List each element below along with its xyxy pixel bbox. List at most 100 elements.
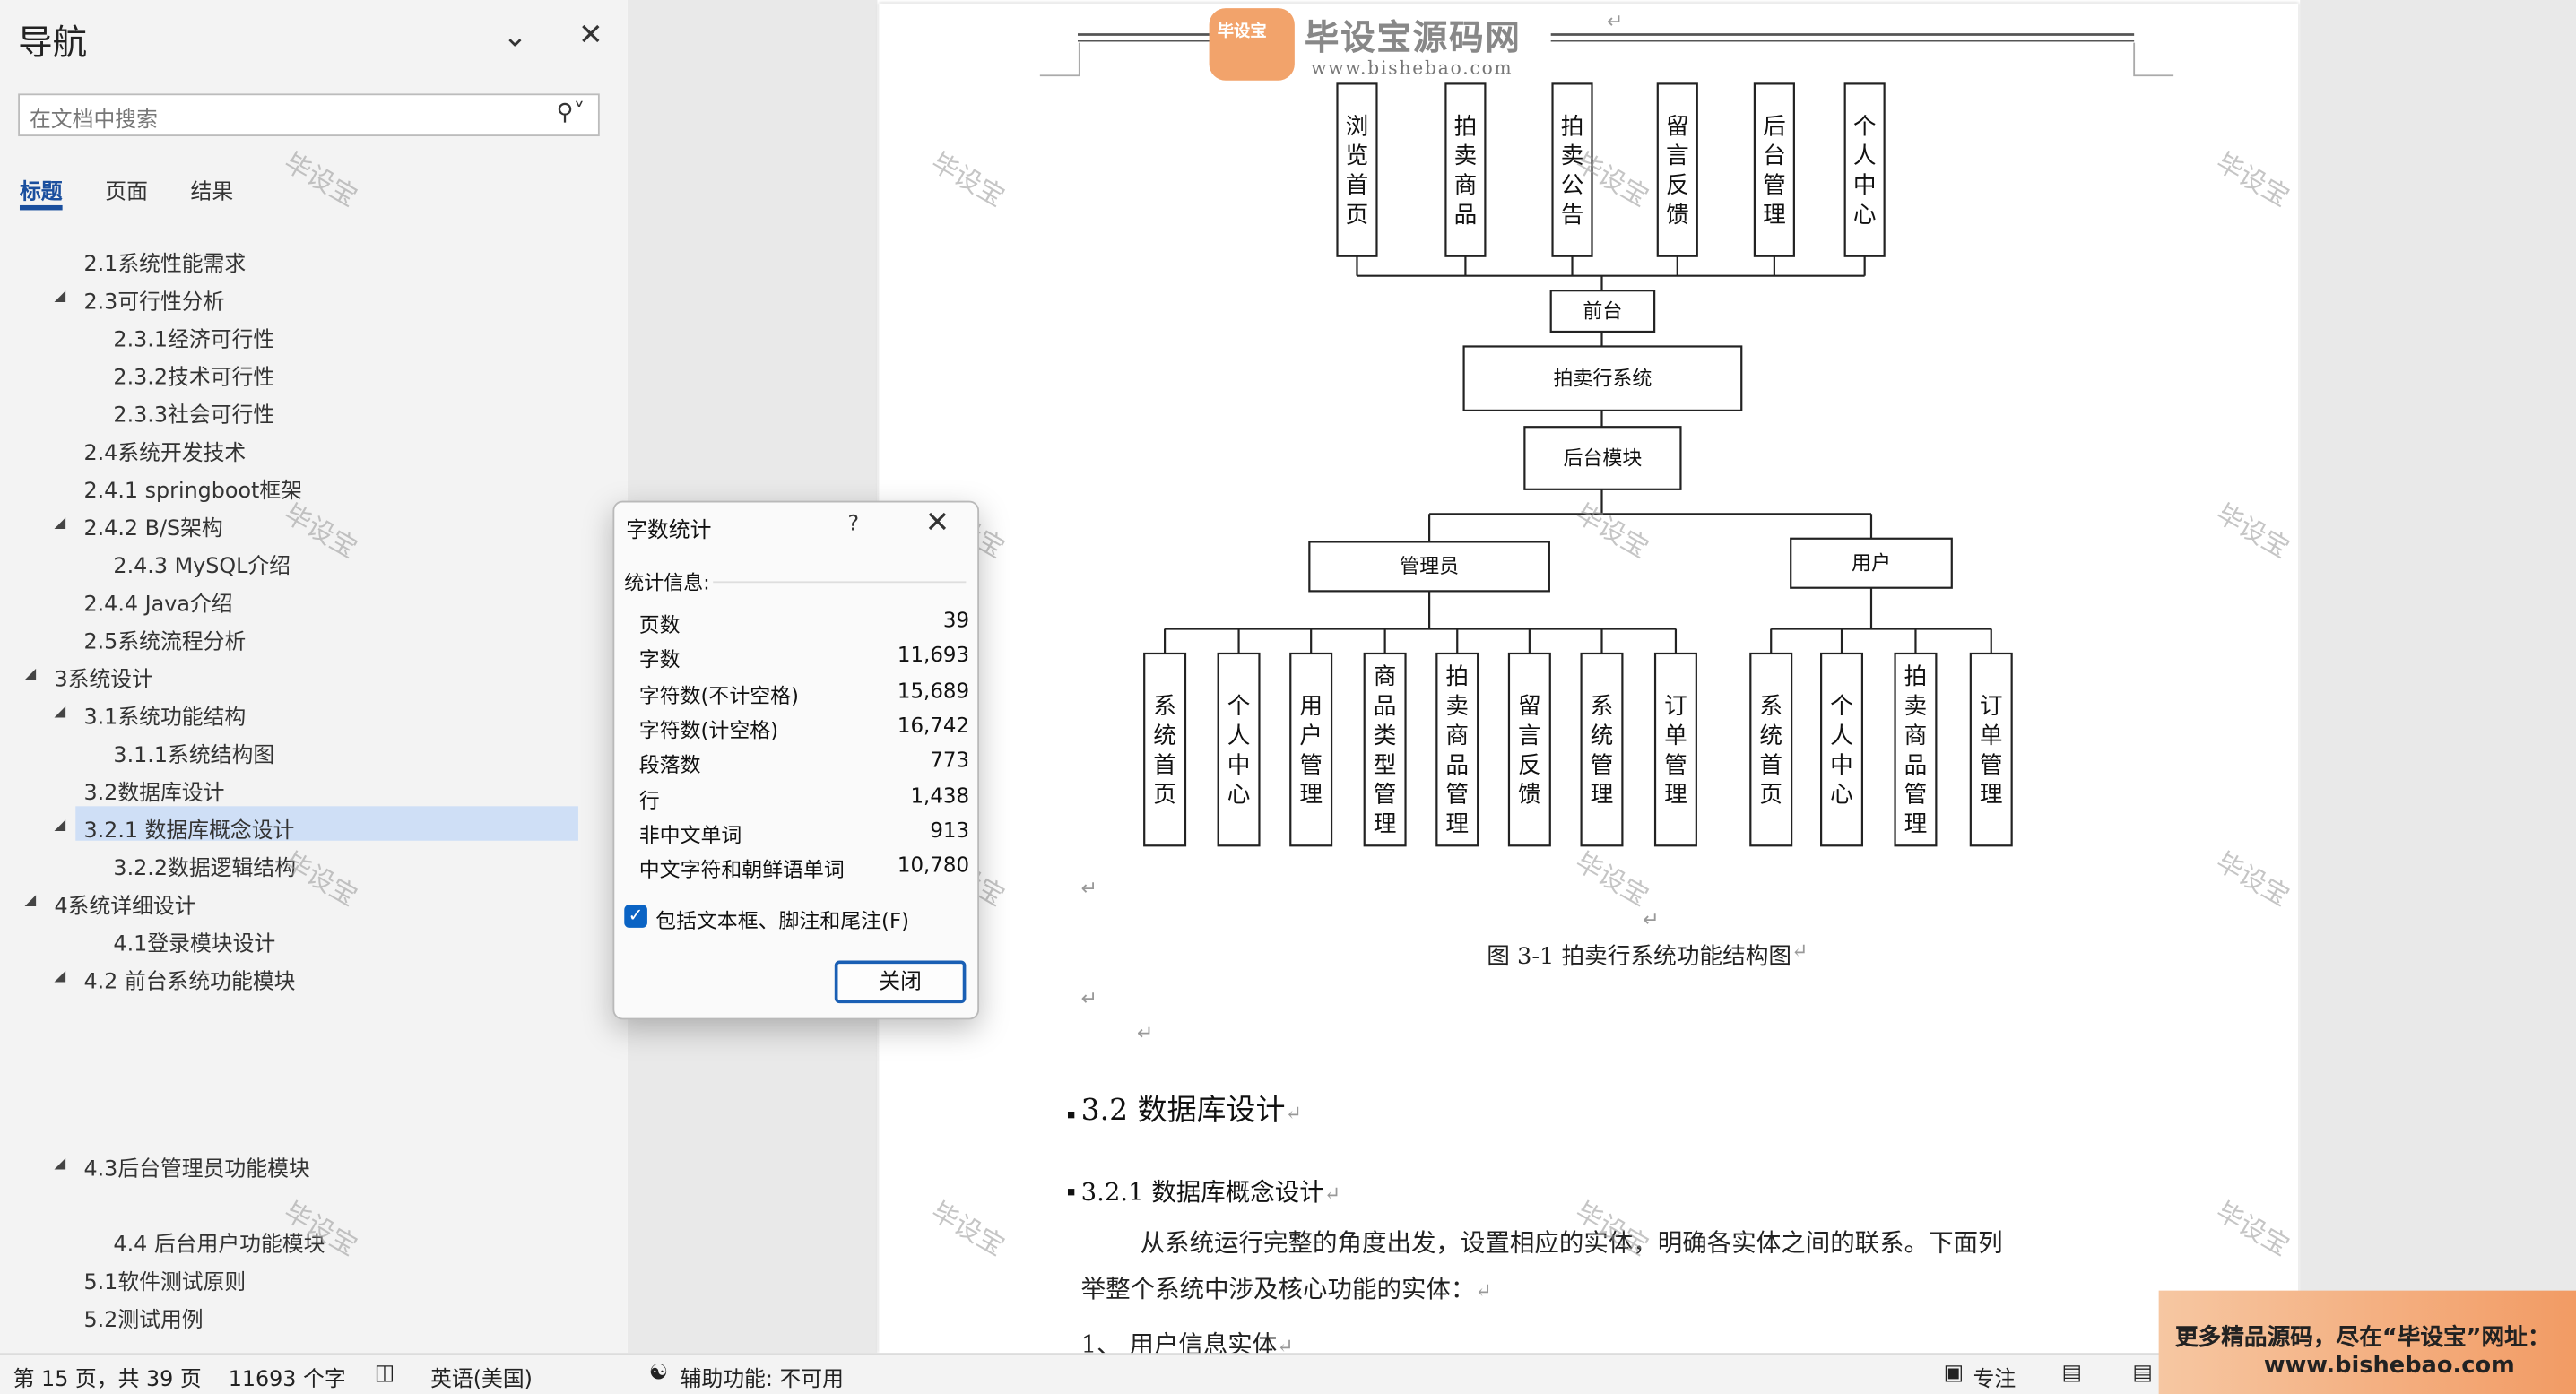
front-module-char: 浏 [1346,113,1369,140]
collapse-triangle-icon[interactable]: ◢ [54,704,66,722]
nav-heading[interactable]: 3.2.1 数据库概念设计 [83,818,295,844]
stat-value: 16,742 [897,712,970,738]
nav-heading[interactable]: 3.1.1系统结构图 [113,743,275,769]
chevron-down-icon[interactable]: ⌄ [502,19,528,55]
collapse-triangle-icon[interactable]: ◢ [54,968,66,985]
focus-icon[interactable]: ▣ [1943,1361,1965,1386]
front-module-char: 后 [1763,113,1786,140]
admin-module-char: 管 [1445,782,1469,809]
front-module-char: 心 [1853,202,1877,229]
nav-heading[interactable]: 2.3.3社会可行性 [113,403,275,429]
page-count[interactable]: 第 15 页，共 39 页 [13,1367,202,1393]
nav-heading[interactable]: 3.2.2数据逻辑结构 [113,857,296,882]
include-footnotes-label[interactable]: 包括文本框、脚注和尾注(F) [655,907,910,933]
stat-label: 页数 [638,612,681,637]
heading-bullet [1067,1111,1075,1119]
user-module-char: 系 [1759,693,1782,720]
admin-module-box [1507,652,1551,847]
close-button[interactable]: 关闭 [834,960,967,1004]
user-module-char: 心 [1830,782,1853,809]
heading-bullet [1067,1189,1075,1196]
admin-module-char: 管 [1591,752,1614,779]
collapse-triangle-icon[interactable]: ◢ [24,893,37,910]
nav-heading[interactable]: 4系统详细设计 [54,895,196,920]
page-corner-mark [2133,42,2174,77]
collapse-triangle-icon[interactable]: ◢ [54,1156,66,1173]
nav-heading[interactable]: 2.4.3 MySQL介绍 [113,555,291,580]
user-module-char: 人 [1830,723,1853,749]
help-icon[interactable]: ? [847,512,860,537]
admin-module-char: 卖 [1445,693,1469,720]
nav-heading[interactable]: 4.2 前台系统功能模块 [83,970,296,995]
admin-module-char: 户 [1299,723,1323,749]
front-module-char: 留 [1666,113,1689,140]
nav-heading[interactable]: 2.4系统开发技术 [83,441,247,467]
nav-heading[interactable]: 5.2测试用例 [83,1308,204,1334]
canvas-background [2300,0,2576,1354]
nav-heading[interactable]: 2.4.2 B/S架构 [83,516,223,542]
front-module-char: 览 [1346,143,1369,169]
word-count[interactable]: 11693 个字 [228,1367,346,1393]
tab-headings[interactable]: 标题 [19,180,63,205]
admin-module-char: 理 [1445,811,1469,838]
admin-module-box [1289,652,1333,847]
admin-module-box [1143,652,1187,847]
promo-line-2: www.bishebao.com [2263,1353,2515,1380]
user-module-box [1969,652,2013,847]
include-footnotes-checkbox[interactable]: ✓ [624,905,647,928]
collapse-triangle-icon[interactable]: ◢ [54,818,66,835]
print-layout-icon[interactable]: ▤ [2132,1361,2153,1386]
admin-module-char: 理 [1374,811,1397,838]
logo-name: 毕设宝源码网 [1304,18,1522,58]
collapse-triangle-icon[interactable]: ◢ [54,515,66,532]
selected-heading-highlight [75,806,578,841]
front-module-char: 拍 [1454,113,1478,140]
nav-heading[interactable]: 2.4.1 springboot框架 [83,479,303,505]
nav-heading[interactable]: 3.2数据库设计 [83,781,225,807]
nav-heading[interactable]: 4.4 后台用户功能模块 [113,1233,325,1259]
focus-mode[interactable]: 专注 [1973,1367,2017,1393]
paragraph-line-2: 举整个系统中涉及核心功能的实体：↵ [1080,1274,1492,1304]
close-icon[interactable]: ✕ [577,18,603,53]
language[interactable]: 英语(美国) [430,1367,533,1393]
nav-heading[interactable]: 5.1软件测试原则 [83,1270,247,1296]
nav-heading[interactable]: 2.4.4 Java介绍 [83,593,233,618]
admin-module-char: 心 [1227,782,1251,809]
tab-results[interactable]: 结果 [190,180,234,205]
front-module-box [1753,82,1795,257]
user-module-char: 单 [1980,723,2003,749]
read-mode-icon[interactable]: ▤ [2061,1361,2083,1386]
promo-banner[interactable]: 更多精品源码，尽在“毕设宝”网址： www.bishebao.com [2158,1290,2576,1394]
accessibility-status[interactable]: 辅助功能: 不可用 [680,1367,844,1393]
nav-heading[interactable]: 2.3可行性分析 [83,290,225,316]
front-module-box [1551,82,1593,257]
nav-heading[interactable]: 3.1系统功能结构 [83,706,247,732]
user-module-char: 管 [1904,782,1928,809]
proofing-icon[interactable]: ◫ [374,1361,395,1386]
nav-heading[interactable]: 2.3.2技术可行性 [113,366,275,391]
nav-heading[interactable]: 4.3后台管理员功能模块 [83,1157,310,1182]
nav-heading[interactable]: 3系统设计 [54,668,153,693]
return-mark: ↵ [1643,907,1660,931]
collapse-triangle-icon[interactable]: ◢ [24,666,37,683]
stat-value: 39 [942,607,970,633]
stat-label: 非中文单词 [638,822,742,847]
promo-line-1: 更多精品源码，尽在“毕设宝”网址： [2174,1325,2551,1352]
user-module-char: 页 [1759,782,1782,809]
user-module-char: 中 [1830,752,1853,779]
nav-heading[interactable]: 2.3.1经济可行性 [113,328,275,353]
admin-module-char: 类 [1374,723,1397,749]
nav-heading[interactable]: 2.5系统流程分析 [83,630,247,655]
dialog-close-icon[interactable]: ✕ [924,506,950,541]
collapse-triangle-icon[interactable]: ◢ [54,289,66,306]
accessibility-icon[interactable]: ☯ [648,1361,669,1386]
admin-module-char: 页 [1153,782,1176,809]
user-module-char: 首 [1759,752,1782,779]
backend-box [1523,426,1682,490]
nav-heading[interactable]: 2.1系统性能需求 [83,253,247,278]
nav-heading[interactable]: 4.1登录模块设计 [113,932,276,957]
tab-pages[interactable]: 页面 [105,180,148,205]
search-icon[interactable]: ⚲˅ [556,100,585,127]
search-input[interactable]: 在文档中搜索 ⚲˅ [18,93,600,137]
